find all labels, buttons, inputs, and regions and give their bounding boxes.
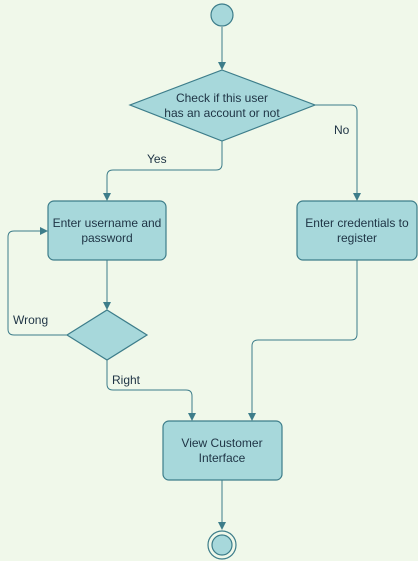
arrowhead-login-left — [40, 227, 48, 235]
login-action-line1: Enter username and — [53, 216, 162, 230]
action-enter-username — [47, 200, 167, 261]
arrowhead-check-top — [103, 302, 111, 310]
edge-no — [315, 104, 358, 194]
edge-register-to-view — [251, 260, 358, 414]
edge-labels: Yes No Wrong Right — [13, 123, 350, 387]
decision-account-check — [128, 69, 317, 142]
edge-label-no: No — [334, 123, 350, 137]
edge-right — [106, 360, 193, 414]
decision-check-line2: has an account or not — [164, 106, 280, 120]
nodes — [47, 3, 418, 560]
arrowhead-decision-top — [218, 62, 226, 70]
decision-check-line1: Check if this user — [176, 91, 268, 105]
arrowhead-end-top — [218, 522, 226, 530]
edge-label-right: Right — [112, 373, 141, 387]
login-action-line2: password — [81, 231, 132, 245]
edges — [7, 27, 361, 530]
view-action-line2: Interface — [199, 451, 246, 465]
edge-wrong — [7, 230, 67, 336]
arrowhead-login-top — [103, 193, 111, 201]
arrowhead-view-top-left — [188, 413, 196, 421]
view-action-line1: View Customer — [181, 436, 262, 450]
start-node — [210, 3, 234, 27]
decision-login-result — [65, 309, 149, 361]
node-labels: Check if this user has an account or not… — [53, 91, 409, 465]
edge-label-yes: Yes — [147, 152, 167, 166]
arrowhead-register-top — [353, 193, 361, 201]
edge-yes — [106, 141, 223, 194]
register-action-line1: Enter credentials to — [305, 216, 409, 230]
action-enter-credentials — [296, 200, 418, 261]
end-node-outer — [207, 530, 237, 560]
end-node-inner — [211, 534, 233, 556]
edge-label-wrong: Wrong — [13, 313, 48, 327]
arrowhead-view-top-right — [248, 413, 256, 421]
register-action-line2: register — [337, 231, 377, 245]
action-view-customer-interface — [162, 420, 283, 481]
